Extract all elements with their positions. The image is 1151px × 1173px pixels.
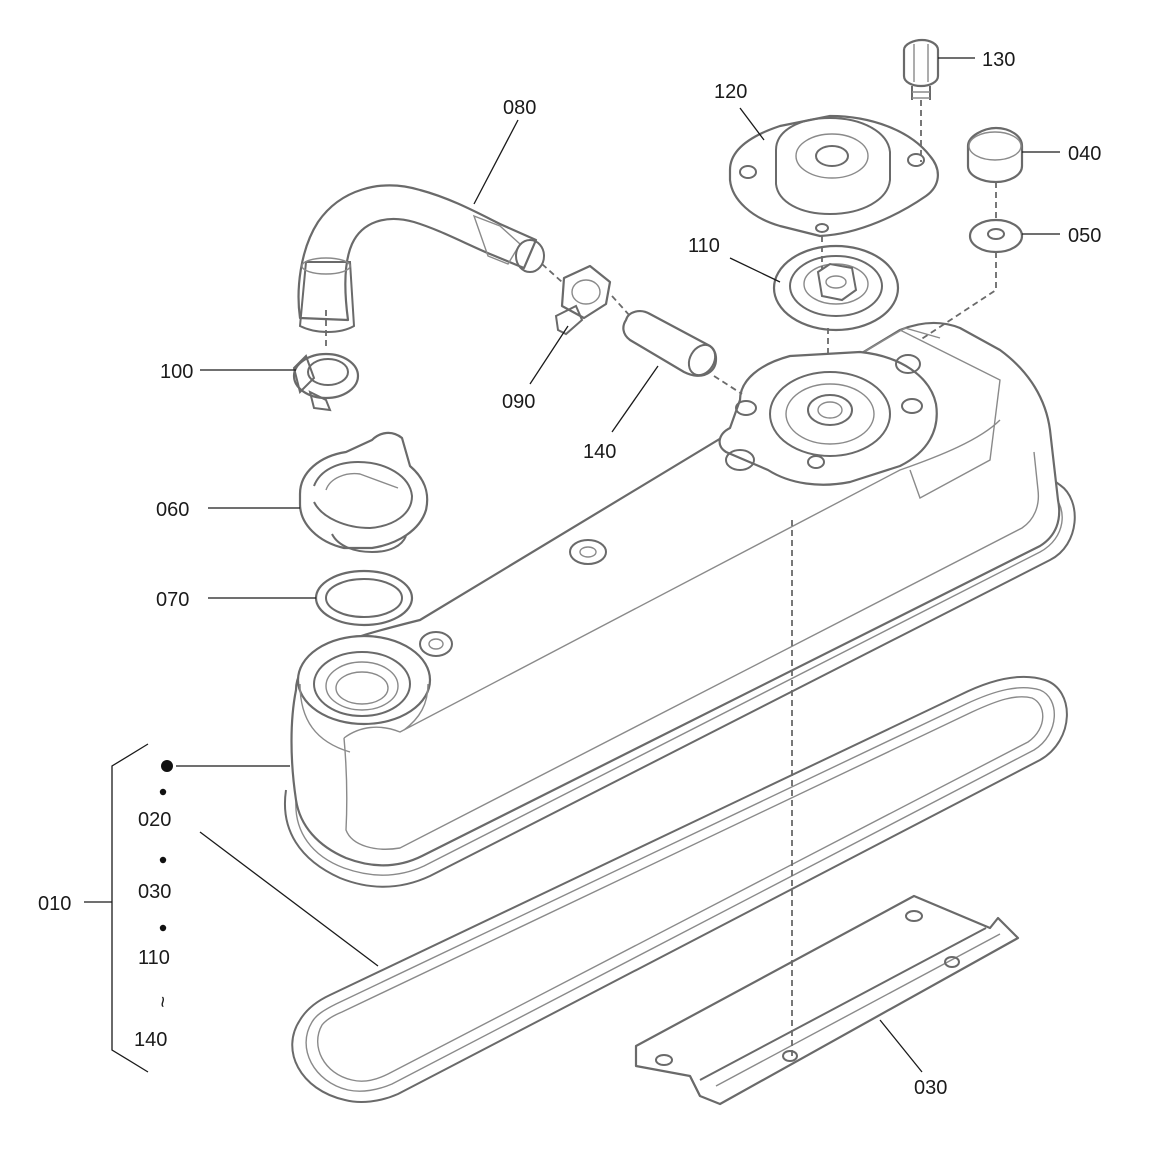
- list-item-030: 030: [138, 881, 171, 903]
- callout-060: 060: [156, 499, 189, 521]
- washer-part: [968, 218, 1024, 254]
- list-item-140: 140: [134, 1029, 167, 1051]
- callout-100: 100: [160, 361, 193, 383]
- dot-030: [159, 856, 167, 864]
- diaphragm-part: [772, 244, 900, 332]
- callout-labels: 130 120 040 050 080 110 100 090 140 060 …: [38, 49, 1101, 1099]
- legend-dots: [159, 760, 173, 932]
- callout-130: 130: [982, 49, 1015, 71]
- callout-120: 120: [714, 81, 747, 103]
- callout-010: 010: [38, 893, 71, 915]
- callout-040: 040: [1068, 143, 1101, 165]
- hose-clamp-part: [292, 352, 360, 412]
- bracket-part: [634, 894, 1020, 1106]
- callout-090: 090: [502, 391, 535, 413]
- callout-110: 110: [688, 235, 720, 257]
- sleeve-part: [622, 310, 718, 377]
- oil-filler-cap-part: [298, 431, 429, 554]
- cover-plate-part: [728, 114, 939, 238]
- range-tilde: ~: [151, 996, 173, 1008]
- list-item-020: 020: [138, 809, 171, 831]
- primary-dot: [161, 760, 173, 772]
- pipe-fitting-part: [554, 264, 612, 336]
- gasket-part: [291, 675, 1068, 1103]
- assembly-lines: [325, 100, 997, 1060]
- callout-030: 030: [914, 1077, 947, 1099]
- bolt-part: [902, 38, 940, 100]
- dot-110: [159, 924, 167, 932]
- o-ring-part: [314, 569, 414, 627]
- callout-050: 050: [1068, 225, 1101, 247]
- breather-seat-part: [718, 350, 938, 486]
- hose-part: [297, 184, 545, 333]
- dot-020: [159, 788, 167, 796]
- list-item-110: 110: [138, 947, 170, 969]
- callout-070: 070: [156, 589, 189, 611]
- leader-lines: [84, 57, 1060, 1073]
- callout-080: 080: [503, 97, 536, 119]
- callout-140: 140: [583, 441, 616, 463]
- cap-part: [966, 126, 1024, 184]
